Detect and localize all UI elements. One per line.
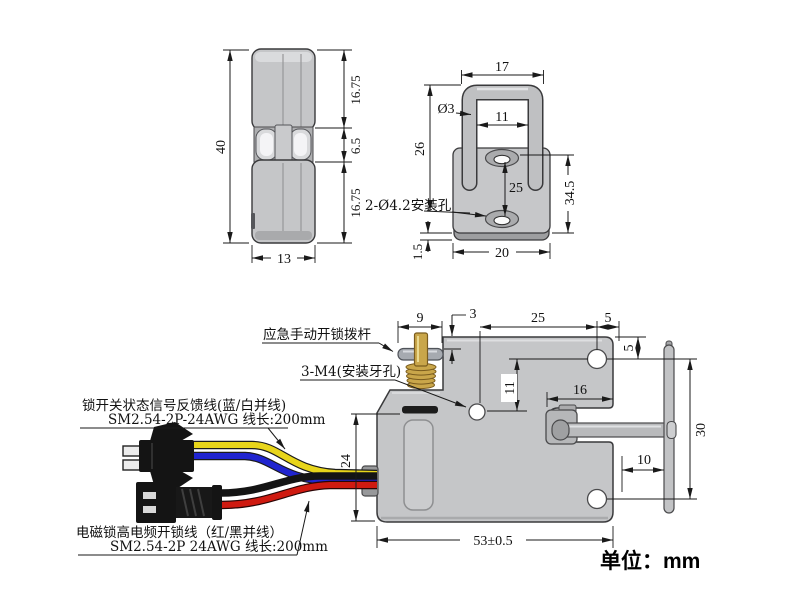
dim-9: 9 [417,311,424,326]
units-label: 单位：mm [600,549,700,573]
center-block [274,124,293,164]
dim-16-75-top: 16.75 [348,75,363,104]
dim-1-5: 1.5 [410,244,425,260]
dim-40: 40 [214,140,229,154]
rod-tip [666,420,677,440]
latch-wing-top [150,422,193,442]
side-view: 40 16.75 6.5 16.75 13 [214,48,363,267]
dim-25-main: 25 [531,311,545,326]
brass-screw [413,332,429,367]
dim-30: 30 [694,423,709,437]
latch-rod [559,422,668,438]
plug-flange [212,485,222,520]
bottom-shadow [255,231,312,240]
dim-26: 26 [413,142,428,156]
dim-5-top: 5 [605,311,612,326]
dim-34-5: 34.5 [563,181,578,206]
wire-black [220,472,377,497]
power-connector [136,482,222,523]
pin-2 [122,459,142,471]
bracket-view: 17 Ø3 11 26 25 34.5 20 [365,60,578,261]
thread-holes-label: 3-M4(安装牙孔) [301,364,401,380]
dim-20: 20 [495,246,509,261]
signal-wire-label-2: SM2.54-2P-24AWG 线长:200mm [108,412,326,428]
wire-blue [193,453,378,485]
bracket-dimensions: 17 Ø3 11 26 25 34.5 20 [365,60,578,261]
pin-1 [122,445,142,457]
main-dimensions: 9 3 25 5 5 11 [339,307,709,549]
hole-top [493,154,511,165]
bracket-part [452,84,551,241]
mount-hole-top [586,348,608,370]
dim-13: 13 [277,252,291,267]
rod-cap [551,419,570,441]
dim-11-main: 11 [503,381,518,394]
sensor-bar [402,406,438,414]
mount-hole-bottom [586,488,608,510]
power-wire-label-1: 电磁锁高电频开锁线（红/黑并线） [76,524,283,541]
power-wire-label-2: SM2.54-2P 24AWG 线长:200mm [110,539,328,555]
body-slot [403,419,434,511]
plug-slot-1 [143,492,156,499]
dim-5-right: 5 [622,345,637,352]
dim-3: 3 [470,307,477,322]
side-view-part [251,48,316,244]
side-notch [251,213,255,229]
dim-17: 17 [495,60,509,75]
wires [193,440,378,510]
dim-25-bracket: 25 [509,181,523,196]
main-view: 9 3 25 5 5 11 [76,307,709,556]
dim-11-bracket: 11 [495,110,508,125]
plug-slot-2 [143,506,156,513]
side-view-dimensions: 40 16.75 6.5 16.75 13 [214,49,363,267]
mounting-holes-label: 2-Ø4.2安装孔 [365,198,452,214]
u-hook [463,86,542,190]
dim-6-5: 6.5 [348,138,363,154]
dim-dia3: Ø3 [437,102,454,117]
dim-53: 53±0.5 [473,534,512,549]
connector-body [139,440,194,472]
lever-label: 应急手动开锁拨杆 [263,326,371,343]
emergency-lever [397,332,444,390]
main-labels: 应急手动开锁拨杆 3-M4(安装牙孔) 锁开关状态信号反馈线(蓝/白并线) SM… [76,326,467,556]
hole-bottom [493,215,511,226]
wire-red [220,482,377,508]
dim-16: 16 [573,383,587,398]
dim-16-75-bottom: 16.75 [348,188,363,217]
signal-wire-label-1: 锁开关状态信号反馈线(蓝/白并线) [82,398,286,414]
dim-10: 10 [637,453,651,468]
plug-head [136,482,176,523]
mount-hole-middle [468,403,486,421]
dim-24: 24 [339,454,354,468]
